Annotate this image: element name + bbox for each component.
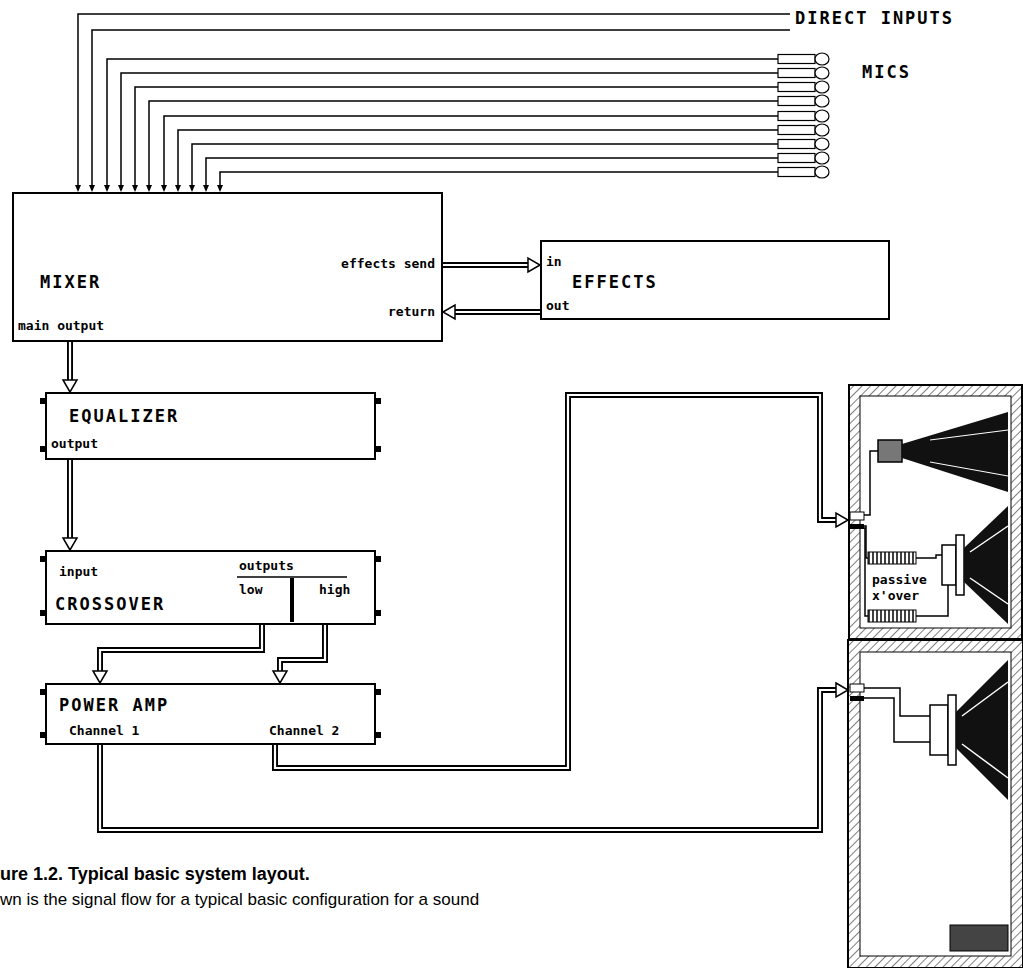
- connector-outline: [454, 309, 540, 315]
- port-label: outputs: [239, 558, 294, 574]
- unit-title: POWER AMP: [59, 695, 169, 715]
- connector-outline: [67, 460, 73, 539]
- arrowhead: [836, 513, 848, 527]
- connector-core: [443, 264, 529, 266]
- connector-core: [100, 625, 262, 672]
- power-amp-unit: POWER AMP Channel 1 Channel 2: [45, 683, 376, 745]
- arrowhead: [528, 258, 540, 272]
- crossover-unit: inputCROSSOVER outputs low high: [45, 550, 376, 625]
- port-label: Channel 1: [69, 723, 139, 739]
- input-group-label: MICS: [862, 62, 911, 82]
- speaker-wire: [100, 683, 848, 830]
- input-wires: [78, 14, 790, 186]
- signal-connector: [63, 460, 77, 550]
- signal-connector: [275, 395, 848, 768]
- signal-connector: [443, 258, 540, 272]
- connector-core: [69, 460, 71, 539]
- port-label: output: [51, 436, 98, 452]
- connector-core: [280, 625, 325, 672]
- equalizer-unit: EQUALIZER output: [45, 392, 376, 460]
- effects-box: inEFFECTSout: [540, 240, 890, 320]
- unit-title: EFFECTS: [572, 272, 658, 292]
- connector-outline: [280, 625, 325, 672]
- port-label: high: [319, 582, 350, 598]
- caption-text: wn is the signal flow for a typical basi…: [0, 890, 479, 910]
- input-arrowheads: [75, 185, 223, 192]
- signal-connector: [93, 625, 262, 683]
- connector-core: [69, 342, 71, 381]
- connector-outline: [443, 262, 529, 268]
- signal-connector: [273, 625, 325, 683]
- arrowhead: [273, 671, 287, 683]
- port-label: effects send: [341, 256, 435, 272]
- connector-core: [275, 395, 837, 768]
- rack-ears: [40, 398, 381, 738]
- signal-connector: [443, 305, 540, 319]
- connector-outline: [67, 342, 73, 381]
- port-label: main output: [18, 318, 104, 334]
- port-label: in: [546, 254, 562, 270]
- arrowhead: [63, 538, 77, 550]
- input-group-label: DIRECT INPUTS: [795, 8, 954, 28]
- upper-cabinet-drawing: [848, 384, 1023, 640]
- arrowhead: [63, 380, 77, 392]
- arrowhead: [443, 305, 455, 319]
- figure-caption: ure 1.2. Typical basic system layout.: [0, 864, 310, 886]
- connector-outline: [100, 625, 262, 672]
- unit-title: CROSSOVER: [55, 594, 165, 614]
- port-label: passive x'over: [872, 572, 930, 603]
- lower-cabinet-drawing: [848, 640, 1023, 968]
- arrowhead: [93, 671, 107, 683]
- unit-title: EQUALIZER: [69, 406, 179, 426]
- port-label: out: [546, 298, 569, 314]
- connector-outline: [275, 395, 837, 768]
- speaker-cabinet: passive x'over: [848, 384, 1023, 640]
- microphones: [778, 53, 829, 178]
- port-label: return: [388, 304, 435, 320]
- port-label: low: [239, 582, 262, 598]
- connector-core: [454, 311, 540, 313]
- port-label: Channel 2: [269, 723, 339, 739]
- signal-connector: [63, 342, 77, 392]
- unit-title: MIXER: [40, 272, 101, 292]
- mixer-box: MIXER effects send return main output: [12, 192, 443, 342]
- port-label: input: [59, 564, 98, 580]
